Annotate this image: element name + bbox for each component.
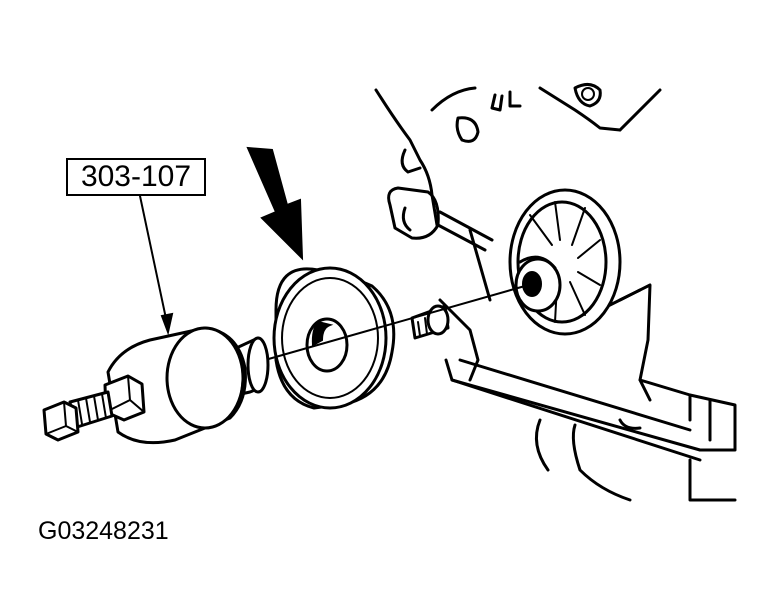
alignment-line <box>257 283 533 363</box>
seal-installer-tool <box>42 326 270 445</box>
crankshaft-seal <box>410 304 450 340</box>
callout-leader <box>139 195 174 336</box>
tool-number-callout: 303-107 <box>66 158 206 196</box>
crankshaft-pulley <box>508 188 622 336</box>
front-seal <box>272 266 396 410</box>
figure-id-label: G03248231 <box>38 517 169 545</box>
direction-arrow <box>246 146 304 261</box>
